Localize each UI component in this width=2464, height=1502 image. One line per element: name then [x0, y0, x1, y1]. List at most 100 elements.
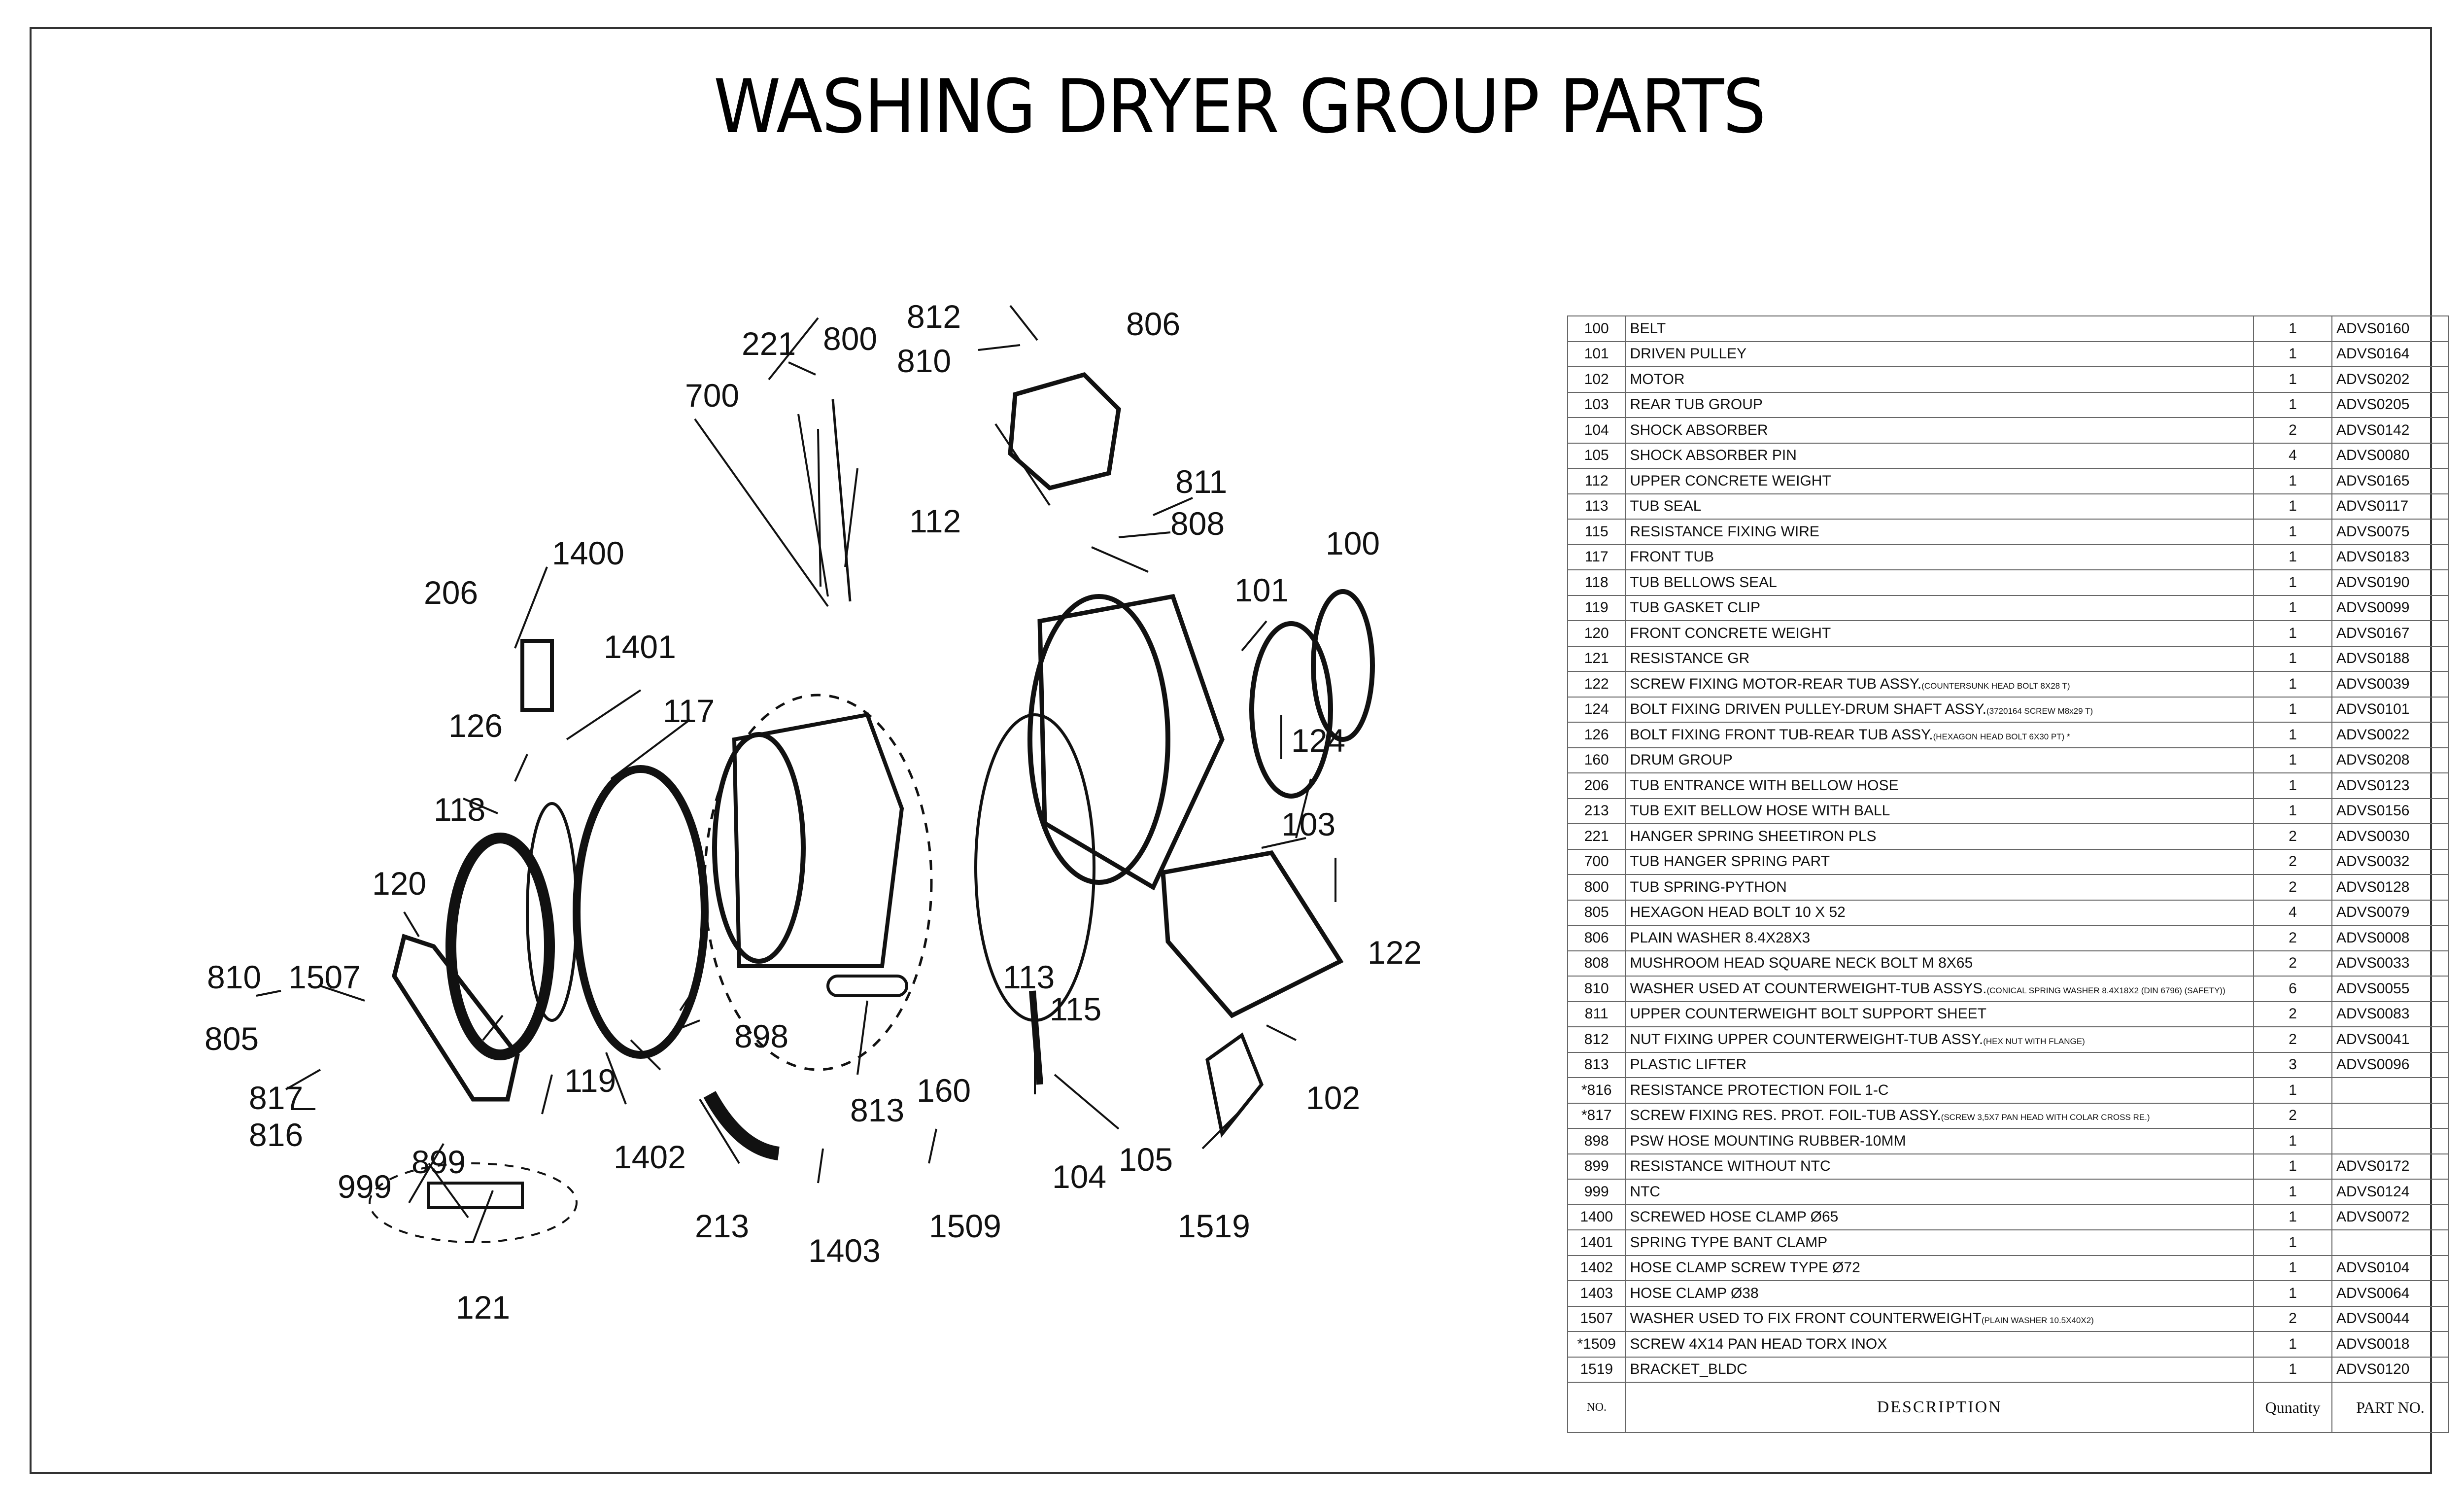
header-quantity: Qunatity	[2253, 1382, 2333, 1433]
description-cell: WASHER USED AT COUNTERWEIGHT-TUB ASSYS.(…	[1625, 976, 2254, 1002]
description-cell: MUSHROOM HEAD SQUARE NECK BOLT M 8X65	[1625, 950, 2254, 977]
quantity-cell: 4	[2253, 442, 2333, 469]
quantity-cell: 1	[2253, 366, 2333, 393]
part-number-cell: ADVS0075	[2331, 519, 2449, 545]
quantity-cell: 1	[2253, 620, 2333, 647]
description-text: TUB HANGER SPRING PART	[1630, 853, 1830, 870]
part-no-cell: 126	[1567, 722, 1626, 748]
header-no: NO.	[1567, 1382, 1626, 1433]
part-no-cell: 1403	[1567, 1280, 1626, 1307]
part-number-cell: ADVS0172	[2331, 1153, 2449, 1180]
part-shock-absorber	[1029, 990, 1043, 1085]
part-no-cell: 806	[1567, 925, 1626, 951]
quantity-cell: 2	[2253, 874, 2333, 901]
description-cell: PSW HOSE MOUNTING RUBBER-10MM	[1625, 1128, 2254, 1154]
quantity-cell: 1	[2253, 391, 2333, 418]
description-text: TUB ENTRANCE WITH BELLOW HOSE	[1630, 777, 1899, 794]
part-number-cell: ADVS0022	[2331, 722, 2449, 748]
callout-118: 118	[434, 791, 485, 828]
description-note: (HEX NUT WITH FLANGE)	[1983, 1036, 2085, 1046]
part-number-cell: ADVS0080	[2331, 442, 2449, 469]
callout-100: 100	[1326, 525, 1380, 561]
description-cell: RESISTANCE PROTECTION FOIL 1-C	[1625, 1077, 2254, 1104]
description-text: SCREW 4X14 PAN HEAD TORX INOX	[1630, 1335, 1887, 1352]
quantity-cell: 1	[2253, 696, 2333, 723]
part-number-cell: ADVS0188	[2331, 645, 2449, 672]
description-cell: MOTOR	[1625, 366, 2254, 393]
part-number-cell: ADVS0117	[2331, 493, 2449, 520]
description-cell: SPRING TYPE BANT CLAMP	[1625, 1229, 2254, 1256]
quantity-cell: 1	[2253, 671, 2333, 698]
callout-810: 810	[897, 343, 951, 379]
callout-119: 119	[564, 1062, 616, 1099]
callout-1400: 1400	[552, 535, 624, 571]
description-text: BOLT FIXING FRONT TUB-REAR TUB ASSY.	[1630, 726, 1933, 743]
quantity-cell: 2	[2253, 1026, 2333, 1053]
part-no-cell: 115	[1567, 519, 1626, 545]
callout-213: 213	[695, 1208, 749, 1244]
description-text: WASHER USED AT COUNTERWEIGHT-TUB ASSYS.	[1630, 980, 1987, 997]
part-number-cell: ADVS0099	[2331, 594, 2449, 621]
description-cell: TUB GASKET CLIP	[1625, 594, 2254, 621]
part-no-cell: 112	[1567, 468, 1626, 494]
description-cell: REAR TUB GROUP	[1625, 391, 2254, 418]
part-number-cell: ADVS0167	[2331, 620, 2449, 647]
quantity-cell: 1	[2253, 747, 2333, 773]
quantity-cell: 1	[2253, 1153, 2333, 1180]
callout-1519: 1519	[1178, 1208, 1250, 1244]
description-text: SCREWED HOSE CLAMP Ø65	[1630, 1209, 1839, 1225]
quantity-cell: 1	[2253, 1331, 2333, 1358]
callout-1509: 1509	[929, 1208, 1001, 1244]
quantity-cell: 1	[2253, 594, 2333, 621]
callout-124: 124	[1291, 722, 1345, 759]
description-cell: NTC	[1625, 1179, 2254, 1205]
quantity-cell: 1	[2253, 1229, 2333, 1256]
part-no-cell: *816	[1567, 1077, 1626, 1104]
part-gasket-clip	[526, 802, 578, 1022]
part-number-cell: ADVS0033	[2331, 950, 2449, 977]
quantity-cell: 1	[2253, 1255, 2333, 1281]
description-text: RESISTANCE FIXING WIRE	[1630, 523, 1819, 540]
part-number-cell: ADVS0128	[2331, 874, 2449, 901]
callout-122: 122	[1368, 934, 1422, 971]
description-cell: BOLT FIXING DRIVEN PULLEY-DRUM SHAFT ASS…	[1625, 696, 2254, 723]
part-spring	[831, 399, 852, 602]
quantity-cell: 3	[2253, 1051, 2333, 1078]
description-cell: HOSE CLAMP SCREW TYPE Ø72	[1625, 1255, 2254, 1281]
description-cell: SHOCK ABSORBER PIN	[1625, 442, 2254, 469]
description-cell: HOSE CLAMP Ø38	[1625, 1280, 2254, 1307]
part-number-cell: ADVS0142	[2331, 417, 2449, 444]
part-bracket	[1205, 1032, 1264, 1138]
part-no-cell: *817	[1567, 1102, 1626, 1129]
description-cell: BRACKET_BLDC	[1625, 1356, 2254, 1383]
part-no-cell: 101	[1567, 341, 1626, 367]
description-note: (PLAIN WASHER 10.5X40X2)	[1981, 1316, 2094, 1326]
description-text: PLASTIC LIFTER	[1630, 1056, 1747, 1073]
callout-1403: 1403	[808, 1232, 881, 1269]
quantity-cell: 4	[2253, 899, 2333, 926]
callout-101: 101	[1234, 572, 1289, 608]
part-no-cell: 1402	[1567, 1255, 1626, 1281]
part-no-cell: 120	[1567, 620, 1626, 647]
description-text: BELT	[1630, 320, 1666, 337]
description-cell: RESISTANCE GR	[1625, 645, 2254, 672]
